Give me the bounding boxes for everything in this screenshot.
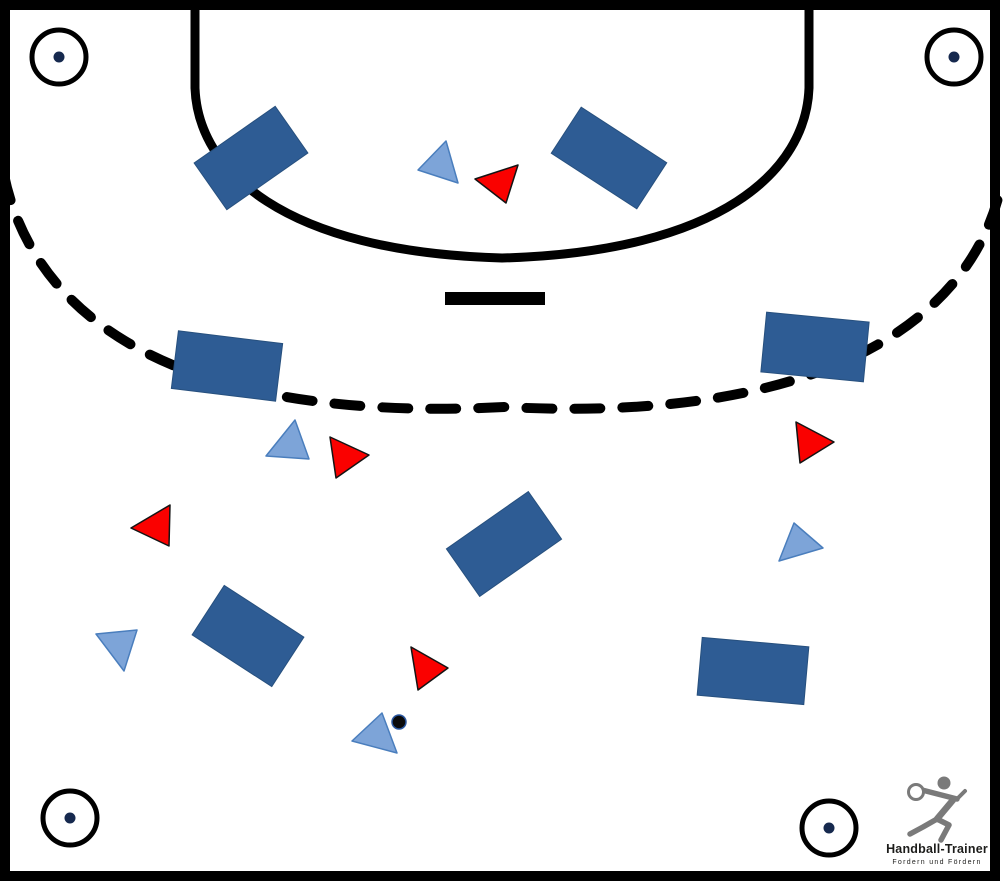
mat-rectangle-7 xyxy=(696,636,810,706)
player-ball xyxy=(907,783,925,801)
corner-marker-dot-bottom-left xyxy=(64,812,76,824)
free-throw-line-9m xyxy=(0,170,1005,414)
handball-player-icon xyxy=(907,776,967,843)
player-triangle-red-4 xyxy=(410,646,449,691)
corner-marker-dot-top-left xyxy=(53,51,65,63)
player-triangle-red-1 xyxy=(474,164,519,204)
player-triangle-red-5 xyxy=(795,421,835,464)
mat-rectangle-4 xyxy=(760,311,870,383)
player-triangle-blue-1 xyxy=(417,140,459,184)
mat-rectangle-1 xyxy=(193,105,309,211)
mat-rectangle-3 xyxy=(170,330,284,402)
player-back-leg xyxy=(907,816,940,837)
logo-tagline: Fordern und Fördern xyxy=(892,858,982,866)
handball-trainer-logo: Handball-Trainer Fordern und Fördern xyxy=(872,769,1002,866)
player-triangle-blue-2 xyxy=(265,419,310,460)
player-triangle-blue-4 xyxy=(95,629,138,672)
mat-rectangle-5 xyxy=(445,490,563,598)
player-front-leg xyxy=(934,816,952,843)
player-head xyxy=(937,776,951,790)
player-triangle-red-3 xyxy=(130,504,171,547)
mat-rectangle-2 xyxy=(550,106,668,210)
player-triangle-red-2 xyxy=(329,436,370,479)
player-arm-end xyxy=(955,789,967,801)
player-triangle-blue-3 xyxy=(778,522,824,562)
mat-rectangle-6 xyxy=(191,584,305,688)
player-triangle-blue-5 xyxy=(351,712,398,754)
penalty-mark-7m xyxy=(445,292,545,305)
player-torso xyxy=(933,796,957,823)
logo-title: Handball-Trainer xyxy=(886,842,988,856)
corner-marker-dot-bottom-right xyxy=(823,822,835,834)
corner-marker-dot-top-right xyxy=(948,51,960,63)
ball xyxy=(391,714,407,730)
